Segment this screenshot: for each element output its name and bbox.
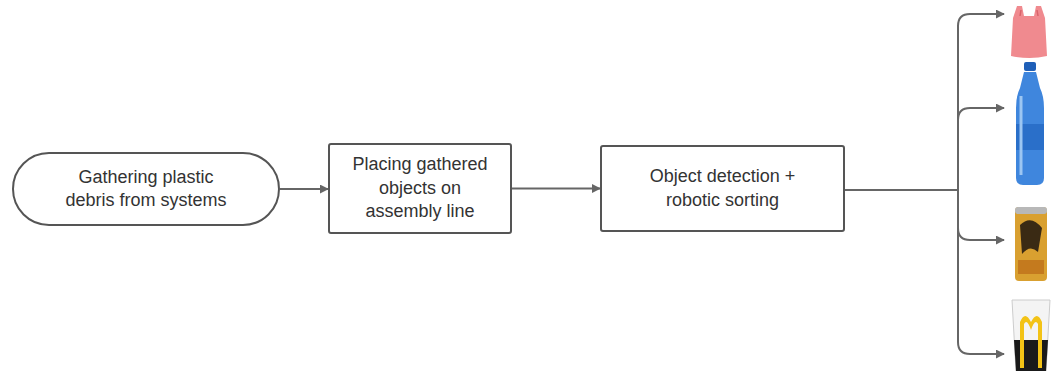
branch-arm (958, 108, 1004, 120)
plastic-bottle-icon (1016, 62, 1044, 185)
branch-arm (958, 14, 1004, 26)
branch-lines (845, 14, 1004, 354)
flow-arrow (280, 188, 328, 190)
node-label: Object detection + robotic sorting (628, 165, 818, 212)
branch-arm (958, 228, 1004, 240)
node-label: Gathering plastic debris from systems (56, 166, 236, 213)
process-box: Object detection + robotic sorting (600, 145, 845, 232)
process-box: Placing gathered objects on assembly lin… (328, 143, 512, 234)
flow-arrow (512, 188, 600, 190)
branch-stem (845, 189, 958, 191)
plastic-bag-icon (1011, 6, 1047, 58)
branch-trunk (957, 26, 959, 342)
node-label: Placing gathered objects on assembly lin… (340, 153, 500, 223)
drink-can-icon (1015, 207, 1047, 281)
branch-arm (958, 342, 1004, 354)
drink-cup-icon (1012, 300, 1050, 371)
start-terminal: Gathering plastic debris from systems (12, 152, 280, 226)
